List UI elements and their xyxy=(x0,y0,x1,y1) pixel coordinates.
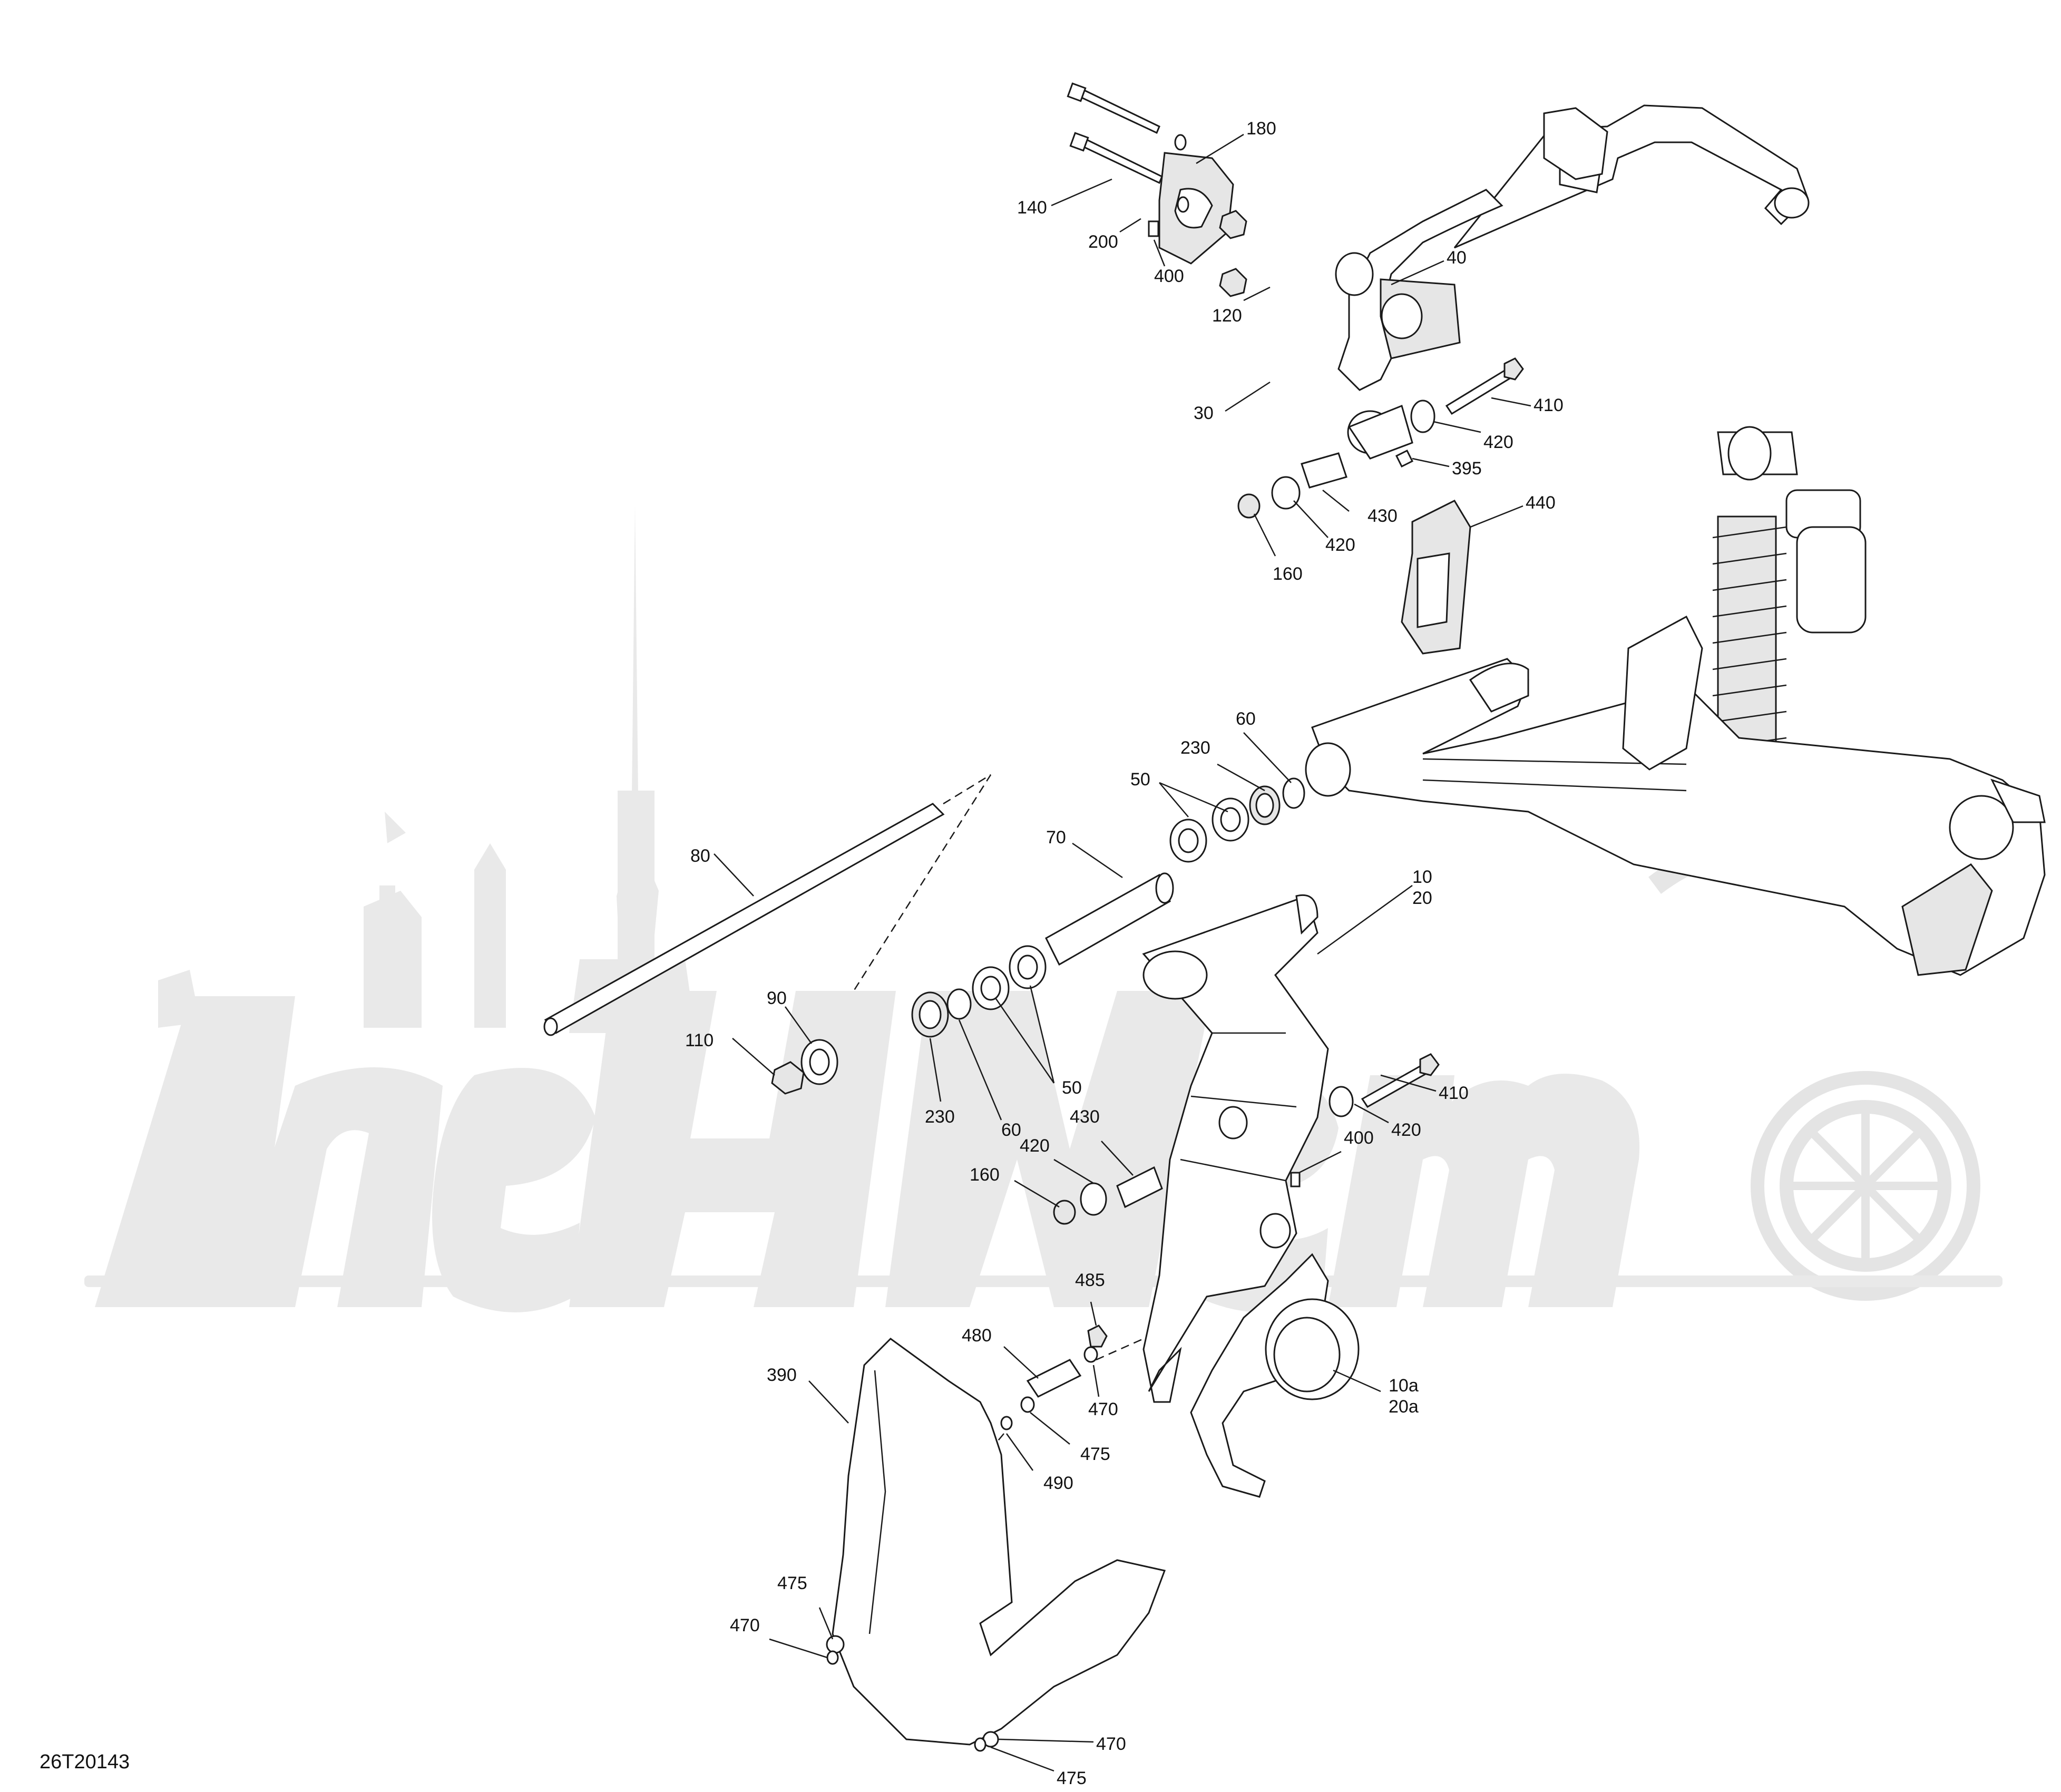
callout-200: 200 xyxy=(1088,232,1118,252)
callout-60-bottom: 60 xyxy=(1001,1120,1021,1140)
callout-70: 70 xyxy=(1046,827,1066,848)
callout-230-bottom: 230 xyxy=(925,1107,955,1127)
callout-490: 490 xyxy=(1043,1473,1073,1493)
bracket-440 xyxy=(1401,500,1471,655)
callout-120: 120 xyxy=(1212,306,1242,326)
link-480 xyxy=(911,1324,1144,1545)
callout-480: 480 xyxy=(962,1326,992,1346)
lower-a-arm xyxy=(1142,894,1329,1403)
callout-475-left: 475 xyxy=(777,1573,807,1593)
callout-labels: 180 140 200 400 120 40 30 410 420 395 43… xyxy=(685,119,1564,1788)
callout-50-bottom: 50 xyxy=(1062,1078,1082,1098)
bushing-430-top xyxy=(1237,449,1414,519)
callout-50-top: 50 xyxy=(1130,770,1150,790)
callout-140: 140 xyxy=(1017,198,1047,218)
callout-400-bottom: 400 xyxy=(1344,1128,1374,1148)
callout-20a: 20a xyxy=(1389,1397,1419,1417)
bearings-50-bottom xyxy=(972,945,1047,1010)
callout-420-bottom-right: 420 xyxy=(1391,1120,1421,1140)
callout-485: 485 xyxy=(1075,1270,1105,1290)
bolt-410-top xyxy=(1410,357,1524,433)
callout-20: 20 xyxy=(1412,888,1432,908)
callout-160-bottom: 160 xyxy=(970,1165,1000,1185)
callout-110: 110 xyxy=(685,1030,714,1050)
grease-fitting-400-top xyxy=(1148,220,1159,237)
callout-180: 180 xyxy=(1246,119,1276,139)
callout-410-bottom: 410 xyxy=(1439,1083,1469,1103)
upper-a-arm xyxy=(1305,615,2046,976)
callout-30: 30 xyxy=(1194,403,1214,423)
callout-80: 80 xyxy=(690,846,710,866)
spacer-70 xyxy=(1045,872,1174,966)
bearings-50-top xyxy=(1169,797,1249,863)
callout-390: 390 xyxy=(767,1365,797,1385)
callout-40: 40 xyxy=(1447,248,1467,268)
callout-470-left: 470 xyxy=(730,1615,760,1635)
stabilizer-bar xyxy=(1335,104,1810,460)
seal-230-top xyxy=(1249,785,1281,825)
callout-90: 90 xyxy=(767,988,787,1008)
callout-230-top: 230 xyxy=(1180,738,1210,758)
callout-475-bottom: 475 xyxy=(1057,1768,1087,1788)
callout-470-link: 470 xyxy=(1088,1399,1118,1419)
callout-440: 440 xyxy=(1526,493,1556,513)
callout-160-top: 160 xyxy=(1273,564,1303,584)
callout-10a: 10a xyxy=(1389,1376,1419,1396)
callout-470-bottom: 470 xyxy=(1096,1734,1126,1754)
washer-90 xyxy=(800,1039,838,1085)
bolts-140 xyxy=(1067,82,1189,213)
watermark-logo xyxy=(84,506,2003,1312)
callout-420-top-left: 420 xyxy=(1325,535,1355,555)
bearing-housing-10a xyxy=(1190,1253,1360,1498)
leader-lines xyxy=(714,133,1531,1772)
bearing-60-bottom xyxy=(946,988,972,1020)
bushing-40 xyxy=(1380,278,1461,359)
bolt-410-bottom xyxy=(1329,1053,1440,1117)
callout-400-top: 400 xyxy=(1154,266,1184,286)
callout-60-top: 60 xyxy=(1236,709,1256,729)
grease-fitting-400-bottom xyxy=(1290,1172,1301,1187)
callout-420-bottom-left: 420 xyxy=(1020,1136,1050,1156)
callout-430-top: 430 xyxy=(1368,506,1398,526)
bracket-180 xyxy=(1158,152,1234,265)
nut-110 xyxy=(771,1061,805,1095)
callout-10: 10 xyxy=(1412,867,1432,887)
diagram-code: 26T20143 xyxy=(40,1751,130,1773)
nuts-120 xyxy=(1219,210,1247,297)
seal-230-bottom xyxy=(911,991,949,1038)
skid-plate-390 xyxy=(826,1338,1166,1752)
bearing-60-top xyxy=(1282,777,1305,809)
callout-430-bottom: 430 xyxy=(1070,1107,1100,1127)
shaft-80 xyxy=(543,774,992,1036)
callout-475-link: 475 xyxy=(1080,1444,1110,1464)
callout-410-top: 410 xyxy=(1533,395,1564,415)
callout-420-top-right: 420 xyxy=(1483,432,1513,452)
callout-395: 395 xyxy=(1452,459,1482,479)
